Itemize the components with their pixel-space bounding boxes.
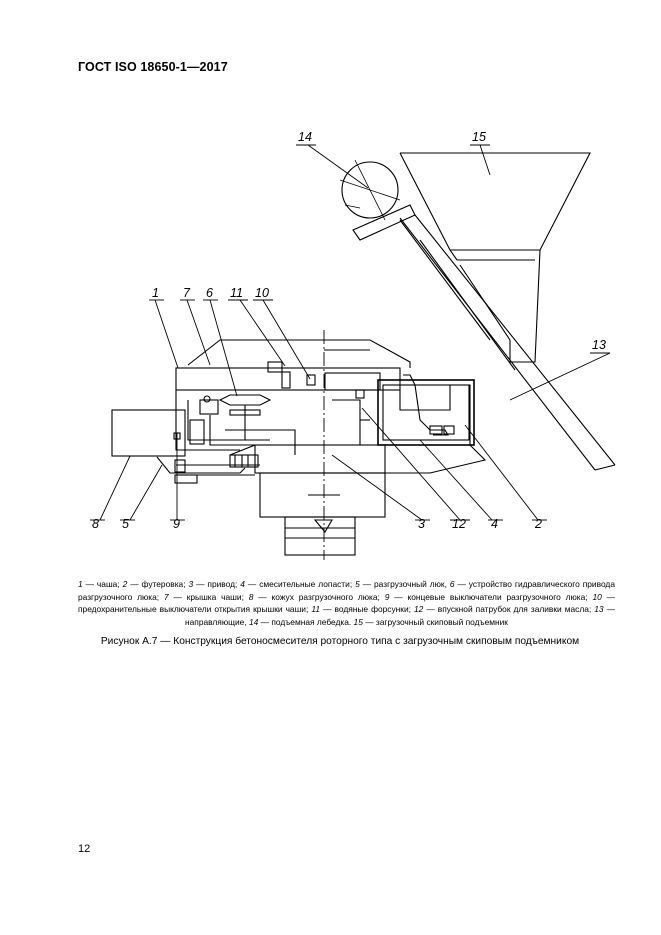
mixing-blades xyxy=(330,374,475,446)
guides-rails xyxy=(352,204,616,471)
legend-item-number: 6 xyxy=(449,579,455,589)
legend-item-number: 5 xyxy=(355,579,360,589)
legend-item: 2 — футеровка; xyxy=(123,579,189,589)
legend-item-text: — футеровка; xyxy=(127,579,189,589)
legend-item-number: 3 xyxy=(188,579,194,589)
legend-item-number: 7 xyxy=(163,591,169,602)
standard-header: ГОСТ ISO 18650-1—2017 xyxy=(78,60,228,74)
label-8: 8 xyxy=(92,517,99,531)
legend-item-text: — разгрузочный люк, xyxy=(359,579,450,589)
legend-item-number: 14 xyxy=(249,616,259,627)
label-6: 6 xyxy=(206,286,213,300)
drive-unit xyxy=(229,444,487,556)
figure-legend: 1 — чаша; 2 — футеровка; 3 — привод; 4 —… xyxy=(78,578,615,628)
legend-item-text: — направляющие, xyxy=(185,604,616,627)
legend-item: 15 — загрузочный скиповый подъемник xyxy=(354,617,508,627)
legend-item: 6 — устройство гидравлического привода р… xyxy=(78,579,615,602)
mixer-drawing: 1 7 6 11 10 14 15 13 8 5 9 3 12 4 2 xyxy=(90,130,616,560)
label-5: 5 xyxy=(122,517,129,531)
legend-item: 1 — чаша; xyxy=(78,579,123,589)
hydraulic-drive xyxy=(187,394,296,455)
legend-item-number: 15 xyxy=(353,616,363,627)
legend-item-number: 11 xyxy=(311,604,321,614)
legend-item: 8 — кожух разгрузочного люка; xyxy=(249,592,385,602)
legend-item-text: — подъемная лебедка. xyxy=(258,616,354,627)
label-12: 12 xyxy=(452,517,466,531)
label-3: 3 xyxy=(418,517,425,531)
legend-item-text: — концевые выключатели разгрузочного люк… xyxy=(389,591,593,602)
legend-item-number: 10 xyxy=(592,591,602,602)
label-2: 2 xyxy=(534,517,542,531)
legend-item-text: — предохранительные выключатели открытия… xyxy=(78,591,616,615)
page-number: 12 xyxy=(78,843,91,855)
legend-item-number: 1 xyxy=(78,579,83,589)
legend-item-number: 13 xyxy=(594,604,604,614)
legend-item-text: — кожух разгрузочного люка; xyxy=(253,591,385,602)
legend-item: 12 — впускной патрубок для заливки масла… xyxy=(414,604,594,614)
legend-item-number: 12 xyxy=(413,604,424,614)
legend-item: 3 — привод; xyxy=(188,579,240,589)
hoist-winch xyxy=(339,159,401,221)
label-7: 7 xyxy=(183,286,191,300)
legend-item-number: 9 xyxy=(384,591,390,602)
bowl-and-cover xyxy=(175,339,471,451)
legend-item-number: 8 xyxy=(248,591,254,602)
legend-item-number: 2 xyxy=(122,579,128,589)
label-11: 11 xyxy=(230,286,243,300)
callout-underlines xyxy=(90,144,610,521)
legend-item-text: — крышка чаши; xyxy=(168,591,249,602)
label-9: 9 xyxy=(173,517,180,531)
legend-item: 5 — разгрузочный люк, xyxy=(355,579,450,589)
legend-item: 10 — предохранительные выключатели откры… xyxy=(78,592,615,615)
legend-item-text: — устройство гидравлического привода раз… xyxy=(78,579,615,602)
label-13: 13 xyxy=(592,338,606,352)
label-10: 10 xyxy=(255,286,269,300)
label-15: 15 xyxy=(472,130,486,144)
label-1: 1 xyxy=(152,286,159,300)
leader-lines xyxy=(99,144,611,521)
legend-item-text: — впускной патрубок для заливки масла; xyxy=(423,604,595,614)
legend-item-text: — водяные форсунки; xyxy=(320,604,414,614)
legend-item-number: 4 xyxy=(240,579,245,589)
legend-item: 14 — подъемная лебедка. xyxy=(249,617,354,627)
legend-item-text: — загрузочный скиповый подъемник xyxy=(362,616,508,627)
legend-item-text: — чаша; xyxy=(82,579,123,589)
legend-item: 13 — направляющие, xyxy=(185,604,615,627)
legend-item: 4 — смесительные лопасти; xyxy=(240,579,355,589)
label-14: 14 xyxy=(298,130,312,144)
legend-item-text: — привод; xyxy=(193,579,241,589)
legend-item: 11 — водяные форсунки; xyxy=(311,604,414,614)
legend-item-text: — смесительные лопасти; xyxy=(244,579,356,589)
figure-caption: Рисунок А.7 — Конструкция бетоносмесител… xyxy=(100,636,580,647)
legend-item: 9 — концевые выключатели разгрузочного л… xyxy=(385,592,593,602)
label-4: 4 xyxy=(491,517,498,531)
discharge-hatch xyxy=(156,456,260,484)
discharge-hatch-cover xyxy=(111,409,186,457)
legend-item: 7 — крышка чаши; xyxy=(164,592,249,602)
